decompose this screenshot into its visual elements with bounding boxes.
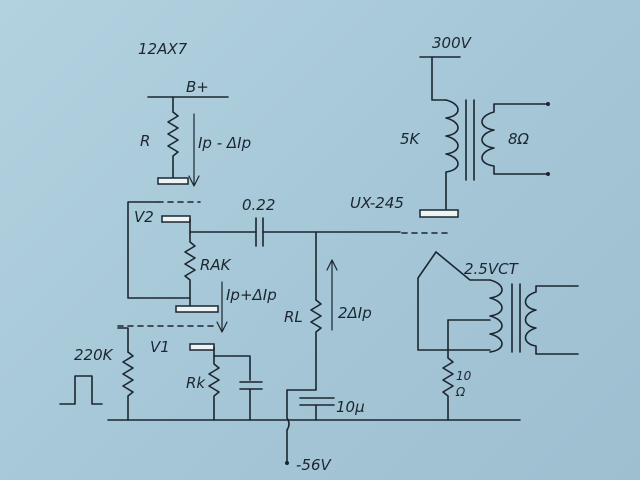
current-arrow-2dip <box>326 259 338 331</box>
filament-wire-left <box>417 251 491 351</box>
label-10u: 10μ <box>336 398 365 416</box>
label-rl: RL <box>284 308 303 326</box>
resistor-r <box>167 111 179 179</box>
label-v2: V2 <box>134 208 154 226</box>
output-transformer-secondary <box>481 103 549 175</box>
terminal-neg56 <box>285 461 289 465</box>
resistor-rk <box>208 355 220 421</box>
output-transformer-core <box>465 99 475 181</box>
resistor-10-ohm <box>442 349 454 421</box>
v2-top-plate <box>157 177 189 185</box>
v2-cathode-plate <box>161 215 191 223</box>
current-arrow-ip-minus <box>188 113 200 187</box>
negative-supply-wire <box>286 387 317 463</box>
label-rak: RAK <box>200 256 232 274</box>
label-v1: V1 <box>150 338 170 356</box>
label-rk: Rk <box>186 374 206 392</box>
label-8ohm: 8Ω <box>508 130 530 148</box>
label-r: R <box>140 132 150 150</box>
ux245-plate <box>419 209 459 218</box>
feedback-loop-wire <box>127 201 191 299</box>
label-ux245: UX-245 <box>350 194 404 212</box>
bplus-rail <box>147 96 229 113</box>
output-transformer-primary <box>445 99 459 211</box>
filament-wire-top <box>435 251 491 281</box>
v1-anode-plate <box>175 305 219 313</box>
current-arrow-ip-plus <box>216 281 228 333</box>
label-ip-minus: Ip - ΔIp <box>198 134 251 152</box>
label-12ax7: 12AX7 <box>138 40 188 58</box>
label-2-5vct: 2.5VCT <box>464 260 520 278</box>
label-cap-coupling: 0.22 <box>242 196 275 214</box>
label-300v: 300V <box>432 34 473 52</box>
label-bplus: B+ <box>186 78 209 96</box>
input-pulse-waveform <box>59 375 103 405</box>
label-ohm: Ω <box>455 385 466 399</box>
resistor-220k <box>122 351 134 421</box>
filament-transformer-primary <box>489 279 503 353</box>
label-neg56: -56V <box>296 456 332 474</box>
speaker-terminal-bottom <box>546 172 550 176</box>
bypass-capacitor <box>239 381 263 421</box>
label-220k: 220K <box>74 346 114 364</box>
filament-transformer-secondary <box>524 285 579 355</box>
filament-transformer-core <box>511 283 521 353</box>
capacitor-10u <box>299 397 335 421</box>
resistor-rl <box>310 299 322 389</box>
coupling-capacitor <box>255 217 264 247</box>
label-10: 10 <box>456 369 472 383</box>
label-2dip: 2ΔIp <box>338 304 372 322</box>
label-ip-plus: Ip+ΔIp <box>226 286 277 304</box>
label-5k: 5K <box>400 130 421 148</box>
speaker-terminal-top <box>546 102 550 106</box>
v1-cathode-plate <box>189 343 215 351</box>
resistor-rak <box>184 231 196 307</box>
